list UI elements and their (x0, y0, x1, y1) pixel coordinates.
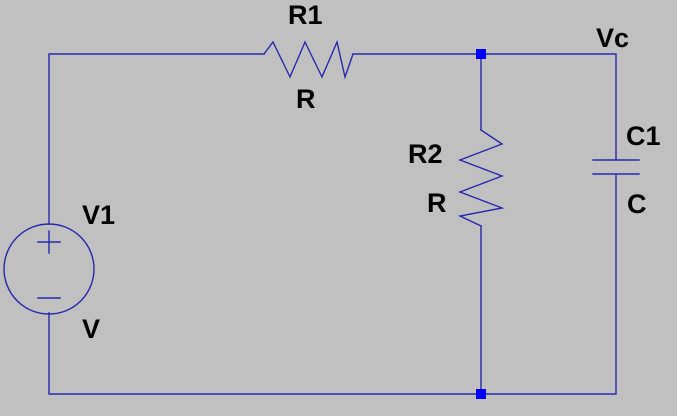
resistor-r2-symbol[interactable] (457, 129, 505, 227)
net-label-vc: Vc (596, 23, 629, 53)
r1-name-label: R1 (288, 0, 323, 30)
voltage-source-v1-circle (3, 223, 95, 315)
resistor-r2-zigzag (457, 129, 505, 227)
voltage-source-v1-symbol[interactable] (3, 223, 95, 315)
wire-r1-to-top-right (352, 53, 617, 161)
wires (48, 53, 617, 395)
capacitor-c1-symbol[interactable] (592, 159, 640, 175)
r1-value-label: R (296, 84, 316, 114)
wire-c1-bottom-to-corner (48, 173, 617, 395)
wire-v1-top-to-r1 (48, 53, 265, 225)
v1-value-label: V (82, 314, 100, 344)
c1-name-label: C1 (626, 121, 661, 151)
junction-node-top (476, 49, 486, 59)
r2-name-label: R2 (408, 139, 443, 169)
r2-value-label: R (427, 188, 447, 218)
junction-node-bottom (476, 389, 486, 399)
resistor-r1-symbol[interactable] (263, 39, 354, 80)
resistor-r1-zigzag (263, 39, 354, 80)
c1-value-label: C (627, 189, 647, 219)
v1-name-label: V1 (82, 200, 115, 230)
